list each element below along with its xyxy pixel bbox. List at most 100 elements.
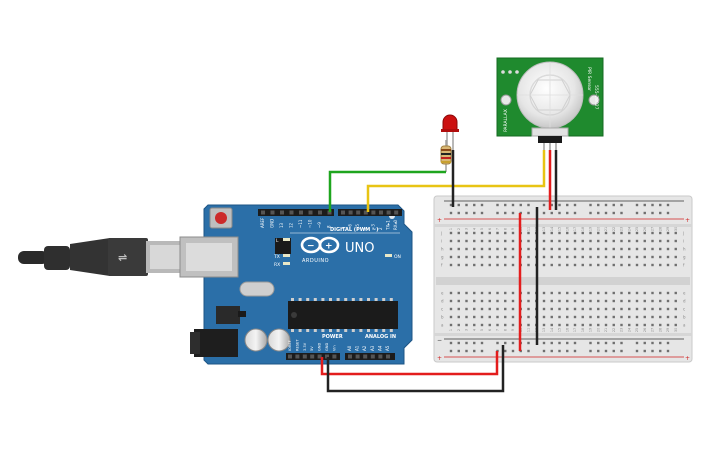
column-number: 17 [573, 227, 577, 231]
breadboard-hole [449, 315, 453, 319]
breadboard-hole [511, 263, 515, 267]
chip-pin [389, 329, 393, 332]
breadboard-hole [527, 231, 530, 235]
breadboard-hole [473, 255, 476, 259]
column-number: 21 [604, 227, 608, 231]
rail-hole [635, 341, 639, 345]
digital-pin-hole [280, 210, 284, 215]
breadboard-hole [542, 323, 546, 327]
rail-hole [573, 203, 577, 207]
breadboard-hole [659, 307, 662, 311]
rail-hole [659, 203, 662, 207]
rail-hole [620, 349, 623, 353]
breadboard-hole [604, 247, 608, 251]
breadboard-hole [573, 299, 577, 303]
power-pin-hole [310, 354, 315, 359]
breadboard-hole [643, 231, 646, 235]
breadboard-hole [488, 291, 491, 295]
column-number: 23 [620, 328, 624, 332]
rail-hole [612, 203, 615, 207]
digital-pin-label: ~6 [348, 224, 353, 230]
rail-hole [542, 211, 546, 215]
breadboard-hole [666, 247, 670, 251]
breadboard-hole [527, 291, 530, 295]
analog-pin-label: A0 [347, 345, 352, 351]
breadboard-hole [449, 263, 453, 267]
breadboard-hole [504, 291, 507, 295]
breadboard-hole [480, 255, 484, 259]
breadboard-hole [604, 255, 608, 259]
breadboard-hole [496, 307, 499, 311]
digital-pin-hole [379, 210, 383, 215]
breadboard-hole [550, 299, 553, 303]
wires [320, 150, 558, 393]
breadboard-hole [511, 315, 515, 319]
breadboard-hole [511, 323, 515, 327]
analog-header-label: ANALOG IN [365, 334, 396, 340]
analog-pin-label: A5 [385, 345, 390, 351]
digital-pin-hole [356, 210, 361, 215]
rail-hole [566, 203, 569, 207]
breadboard-hole [628, 315, 631, 319]
rail-hole [612, 341, 615, 345]
breadboard-hole [604, 323, 608, 327]
breadboard-hole [504, 299, 507, 303]
rail-hole [566, 349, 569, 353]
breadboard-hole [643, 315, 646, 319]
power-pin-label: GND [325, 343, 329, 351]
breadboard-hole [480, 239, 484, 243]
analog-pin-label: A4 [377, 345, 382, 351]
breadboard-hole [496, 263, 499, 267]
breadboard-hole [566, 323, 569, 327]
breadboard-hole [620, 315, 623, 319]
column-number: 20 [596, 227, 600, 231]
column-number: 28 [658, 227, 662, 231]
breadboard-hole [542, 299, 546, 303]
digital-pin-hole [371, 210, 376, 215]
breadboard-hole [659, 299, 662, 303]
breadboard-hole [457, 307, 460, 311]
rail-hole [480, 349, 484, 353]
chip-pin [351, 329, 355, 332]
breadboard-hole [635, 315, 639, 319]
breadboard-hole [666, 315, 670, 319]
breadboard-hole [465, 239, 468, 243]
breadboard-hole [651, 239, 654, 243]
svg-text:+: + [325, 242, 333, 252]
breadboard-hole [573, 247, 577, 251]
breadboard-hole [480, 291, 484, 295]
breadboard-hole [643, 263, 646, 267]
chip-pin [359, 298, 363, 301]
breadboard-hole [581, 263, 584, 267]
breadboard-hole [581, 299, 584, 303]
row-letter: e [441, 291, 444, 296]
breadboard-hole [465, 263, 468, 267]
analog-pin-hole [348, 354, 352, 359]
breadboard-hole [457, 299, 460, 303]
power-pin-hole [288, 354, 292, 359]
breadboard-hole [465, 255, 468, 259]
rail-hole [511, 349, 515, 353]
power-pin-hole [302, 354, 307, 359]
breadboard-hole [612, 263, 615, 267]
digital-pin-label: TX▸1 [386, 220, 391, 231]
breadboard-hole [465, 299, 468, 303]
breadboard-hole [542, 263, 546, 267]
breadboard-hole [666, 299, 670, 303]
chip-pin [329, 298, 332, 301]
breadboard-hole [620, 307, 623, 311]
rail-hole [550, 203, 553, 207]
pir-label-line1: PIR Sensor [586, 67, 592, 91]
breadboard-hole [449, 307, 453, 311]
breadboard-hole [473, 291, 476, 295]
chip-pin [382, 329, 386, 332]
rail-hole [527, 341, 530, 345]
breadboard-hole [566, 307, 569, 311]
column-number: 20 [596, 328, 600, 332]
breadboard-hole [643, 291, 646, 295]
breadboard-hole [504, 231, 507, 235]
breadboard-hole [635, 231, 639, 235]
breadboard-hole [465, 307, 468, 311]
breadboard-hole [674, 315, 677, 319]
chip-pin [291, 298, 294, 301]
